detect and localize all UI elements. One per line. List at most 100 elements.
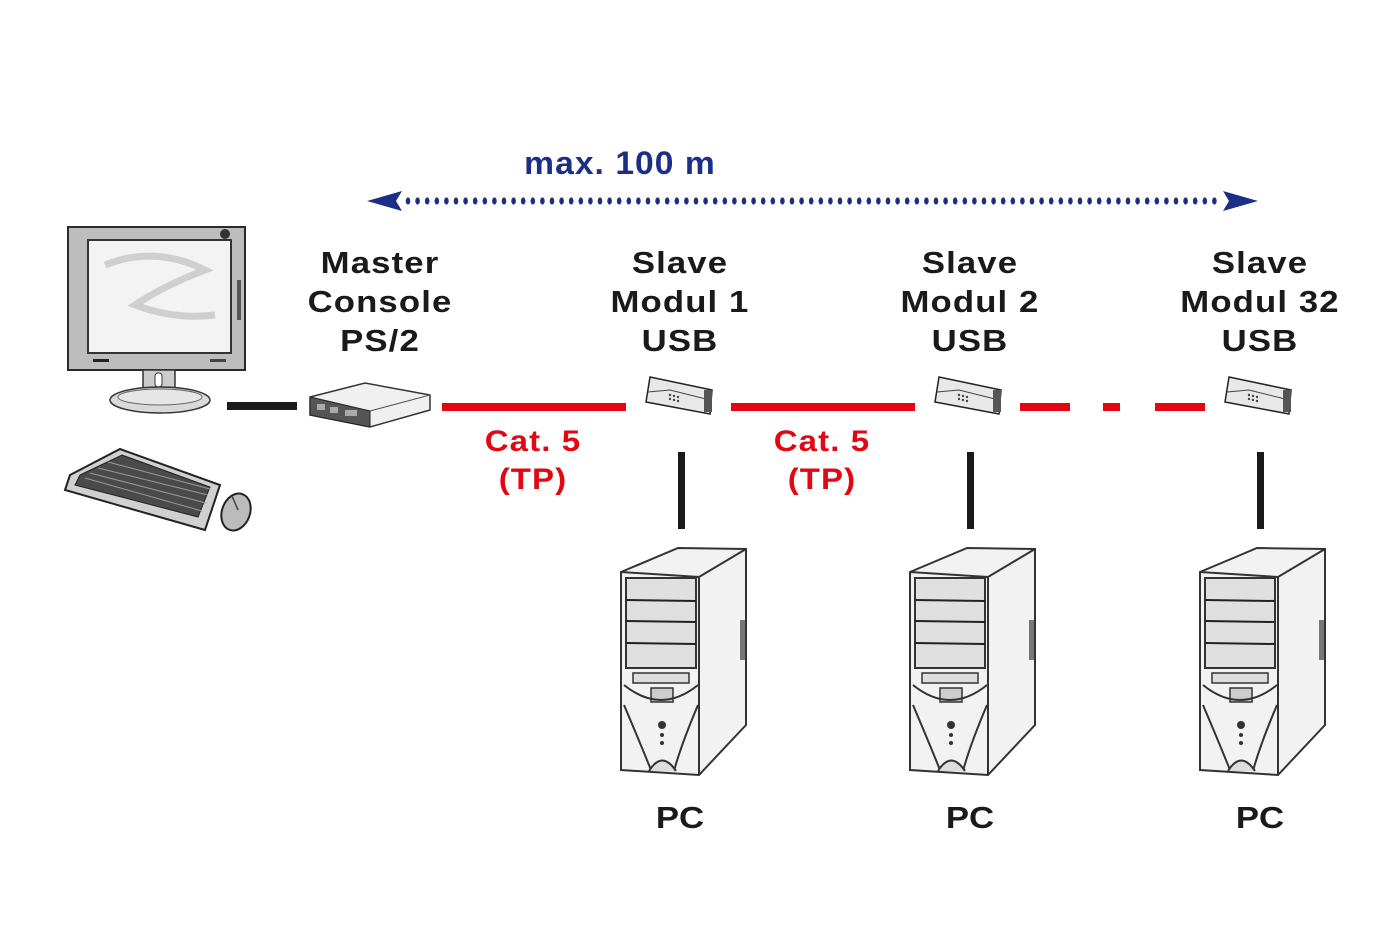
distance-dot xyxy=(789,197,795,205)
distance-dot xyxy=(1183,197,1188,205)
distance-dot xyxy=(1048,197,1054,205)
distance-dot xyxy=(924,197,929,205)
distance-dot xyxy=(472,197,478,205)
dotted-line xyxy=(405,197,1217,205)
cable-1-subtype: (TP) xyxy=(498,463,568,496)
cable-dash-1 xyxy=(1020,403,1070,411)
distance-dot xyxy=(1202,197,1208,205)
distance-dot xyxy=(895,197,900,205)
distance-dot xyxy=(424,197,430,205)
master-label-line-2: Console xyxy=(307,284,453,319)
distance-dot xyxy=(684,197,689,205)
distance-dot xyxy=(415,197,420,205)
distance-dot xyxy=(664,197,670,205)
distance-dot xyxy=(578,197,584,205)
pc-tower-icon xyxy=(909,546,1036,777)
distance-dot xyxy=(1192,197,1198,205)
distance-dot xyxy=(952,197,958,205)
distance-dot xyxy=(904,197,910,205)
distance-dot xyxy=(1058,197,1064,205)
distance-dot xyxy=(866,197,872,205)
mouse-icon xyxy=(220,492,252,532)
slave-2-label: Slave Modul 2 USB xyxy=(858,243,1082,360)
monitor-console-link xyxy=(227,402,297,410)
distance-label: max. 100 m xyxy=(524,145,716,181)
cable-2-type: Cat. 5 xyxy=(773,425,871,458)
distance-dot xyxy=(808,197,814,205)
distance-dot xyxy=(1068,197,1073,205)
distance-dot xyxy=(885,197,891,205)
distance-dot xyxy=(760,197,766,205)
slave-32-line-3: USB xyxy=(1221,323,1299,358)
distance-dot xyxy=(616,197,622,205)
slave-1-line-2: Modul 1 xyxy=(610,284,750,319)
pc-1-label: PC xyxy=(655,800,705,835)
pc-2-label: PC xyxy=(945,800,995,835)
cable-dash-2 xyxy=(1103,403,1120,411)
slave-32-label: Slave Modul 32 USB xyxy=(1137,243,1383,360)
kvm-module-icon xyxy=(934,376,1002,415)
pc-link-2 xyxy=(967,452,974,529)
arrow-right-head xyxy=(1223,191,1258,211)
distance-dot xyxy=(588,197,593,205)
distance-dot xyxy=(463,197,468,205)
cat5-cable-1 xyxy=(442,403,626,411)
distance-dot xyxy=(991,197,996,205)
slave-2-line-3: USB xyxy=(931,323,1009,358)
distance-dot xyxy=(1000,197,1006,205)
distance-dot xyxy=(693,197,699,205)
distance-dot xyxy=(1164,197,1169,205)
distance-dot xyxy=(1154,197,1160,205)
distance-dot xyxy=(1039,197,1044,205)
keyboard-icon xyxy=(63,447,222,532)
distance-dot xyxy=(1010,197,1016,205)
slave-32-line-2: Modul 32 xyxy=(1180,284,1340,319)
distance-dot xyxy=(856,197,862,205)
distance-dot xyxy=(972,197,977,205)
distance-dot xyxy=(645,197,651,205)
distance-dot xyxy=(492,197,497,205)
master-label-line-1: Master xyxy=(320,245,440,280)
distance-dot xyxy=(636,197,641,205)
distance-dot xyxy=(981,197,987,205)
pc-32-label: PC xyxy=(1235,800,1285,835)
kvm-module-icon xyxy=(1224,376,1292,415)
distance-dot xyxy=(482,197,488,205)
distance-dot xyxy=(597,197,603,205)
monitor-icon xyxy=(67,226,246,414)
distance-dot xyxy=(1125,197,1131,205)
distance-dot xyxy=(1029,197,1035,205)
distance-dot xyxy=(837,197,843,205)
distance-dot xyxy=(876,197,881,205)
distance-dot xyxy=(1020,197,1025,205)
distance-dot xyxy=(828,197,833,205)
distance-dot xyxy=(1212,197,1217,205)
slave-1-line-3: USB xyxy=(641,323,719,358)
distance-dot xyxy=(933,197,939,205)
distance-dot xyxy=(530,197,536,205)
distance-dot xyxy=(780,197,785,205)
slave-32-line-1: Slave xyxy=(1211,245,1309,280)
distance-dot xyxy=(1173,197,1179,205)
distance-dot xyxy=(1144,197,1150,205)
distance-dot xyxy=(607,197,612,205)
distance-dot xyxy=(818,197,824,205)
slave-1-label: Slave Modul 1 USB xyxy=(568,243,792,360)
slave-2-line-1: Slave xyxy=(921,245,1019,280)
distance-dot xyxy=(1106,197,1112,205)
distance-dot xyxy=(626,197,632,205)
distance-dot xyxy=(674,197,680,205)
distance-dot xyxy=(751,197,756,205)
distance-dot xyxy=(511,197,516,205)
pc-link-1 xyxy=(678,452,685,529)
arrow-left-head xyxy=(367,191,402,211)
distance-dot xyxy=(962,197,968,205)
cable-label-1: Cat. 5 (TP) xyxy=(456,423,610,499)
distance-dot xyxy=(501,197,507,205)
distance-dot xyxy=(914,197,920,205)
master-console-label: Master Console PS/2 xyxy=(268,243,492,360)
distance-dot xyxy=(1135,197,1140,205)
distance-dot xyxy=(722,197,728,205)
distance-dot xyxy=(655,197,660,205)
